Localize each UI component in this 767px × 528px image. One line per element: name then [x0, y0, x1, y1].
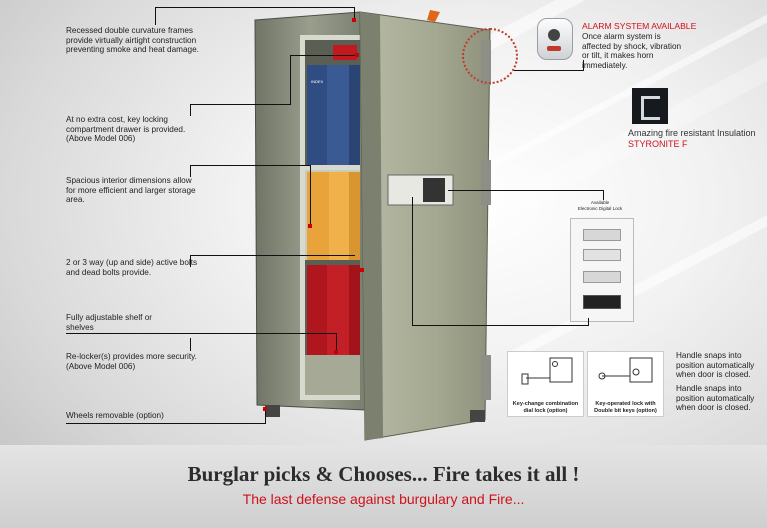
callout-dot [360, 268, 364, 272]
key-lock-card: Key-operated lock with Double bit keys (… [587, 351, 664, 417]
subheadline: The last defense against burgulary and F… [242, 491, 525, 507]
lock-option-icon [583, 271, 621, 283]
callout-line [155, 7, 355, 8]
callout-line [190, 104, 191, 116]
alarm-text: Once alarm system is affected by shock, … [582, 32, 682, 70]
callout-dot [263, 407, 267, 411]
note-handle-1: Handle snaps into position automatically… [676, 351, 755, 380]
combination-lock-caption: Key-change combination dial lock (option… [512, 401, 579, 414]
callout-line [354, 7, 355, 19]
callout-line [66, 333, 336, 334]
binders-red [307, 265, 360, 355]
key-lock-diagram-icon [598, 357, 653, 383]
callout-line [190, 165, 191, 177]
callout-line [336, 333, 337, 351]
callout-line [583, 60, 584, 71]
lock-option-icon [583, 229, 621, 241]
callout-line [290, 55, 357, 56]
safe-illustration [254, 10, 491, 441]
alarm-device-icon [537, 18, 573, 60]
insulation-brand: STYRONITE F [628, 138, 688, 149]
callout-line [155, 7, 156, 25]
binders-blue [307, 65, 360, 165]
note-handle-2: Handle snaps into position automatically… [676, 384, 755, 413]
alarm-title: ALARM SYSTEM AVAILABLE [582, 21, 697, 31]
callout-line [514, 70, 584, 71]
callout-dot [355, 53, 359, 57]
headline: Burglar picks & Chooses... Fire takes it… [187, 462, 580, 486]
note-recessed-frames: Recessed double curvature frames provide… [66, 26, 199, 55]
note-key-drawer: At no extra cost, key locking compartmen… [66, 115, 186, 144]
lock-option-icon [583, 295, 621, 309]
callout-line [305, 255, 355, 256]
note-relocker: Re-locker(s) provides more security. (Ab… [66, 352, 197, 371]
insulation-block-icon [632, 88, 668, 124]
insulation-text: Amazing fire resistant Insulation STYRON… [628, 128, 756, 149]
callout-line [448, 190, 603, 191]
callout-line [412, 325, 588, 326]
binders-orange [307, 172, 360, 260]
callout-line [603, 190, 604, 200]
callout-line [190, 255, 191, 267]
dial-lock-diagram-icon [521, 357, 573, 385]
callout-line [265, 408, 266, 424]
footer-band [0, 445, 767, 528]
callout-line [66, 423, 266, 424]
binder-label: INDEX [311, 79, 324, 84]
callout-line [588, 318, 589, 326]
hinge-highlight [462, 28, 518, 84]
callout-line [190, 255, 305, 256]
callout-line [412, 197, 413, 325]
callout-line [310, 165, 311, 225]
lock-option-icon [583, 249, 621, 261]
note-shelf: Fully adjustable shelf or shelves [66, 313, 153, 332]
callout-line [190, 338, 191, 351]
key-lock-caption: Key-operated lock with Double bit keys (… [594, 401, 657, 414]
callout-dot [334, 350, 338, 354]
combination-lock-card: Key-change combination dial lock (option… [507, 351, 584, 417]
note-bolts: 2 or 3 way (up and side) active bolts an… [66, 258, 198, 277]
digital-lock-panel [570, 218, 634, 322]
note-storage-area: Spacious interior dimensions allow for m… [66, 176, 196, 205]
callout-line [290, 55, 291, 105]
callout-dot [352, 18, 356, 22]
callout-line [190, 104, 290, 105]
callout-line [190, 165, 310, 166]
note-wheels: Wheels removable (option) [66, 411, 164, 420]
callout-dot [308, 224, 312, 228]
